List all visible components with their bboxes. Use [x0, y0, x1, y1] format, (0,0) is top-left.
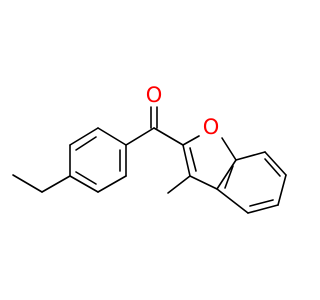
benzo-bond-5 [216, 188, 249, 214]
furan-c3-c2-bond [182, 144, 191, 177]
phenyl-double-bond-3 [75, 171, 97, 185]
furan-c7a-c3a-bond [216, 159, 237, 190]
phenyl-bond-3 [97, 127, 127, 146]
molecule-canvas: O O [12, 83, 287, 214]
phenyl-bond-6 [69, 175, 99, 193]
ethyl-ch3-ch2-bond [12, 174, 43, 193]
benzo-double-bond-1 [264, 158, 281, 177]
benzo-double-bond-2 [249, 199, 274, 207]
furan-double-bond-inner [189, 147, 197, 172]
benzo-bond-3 [277, 174, 287, 206]
furan-o-c7a-bond [221, 137, 237, 161]
structure-diagram: O O [12, 83, 287, 214]
phenyl-bond-2 [69, 127, 99, 146]
carbonyl-oxygen-label: O [146, 83, 163, 107]
benzo-bond-2 [264, 151, 287, 176]
benzo-bond-4 [247, 204, 279, 214]
phenyl-double-bond-1 [75, 136, 97, 151]
phenyl-bond-5 [97, 175, 127, 193]
furan-c2-o-bond [182, 135, 200, 146]
furan-oxygen-label: O [203, 115, 220, 139]
carbonyl-furan-bond [153, 127, 184, 146]
methyl-bond [167, 175, 191, 194]
benzo-bond-1 [235, 151, 266, 161]
furan-c3a-c3-bond [189, 175, 218, 190]
aryl-carbonyl-bond [125, 127, 155, 146]
benzo-double-bond-3 [224, 165, 234, 189]
ethyl-ch2-ring-bond [41, 175, 71, 193]
